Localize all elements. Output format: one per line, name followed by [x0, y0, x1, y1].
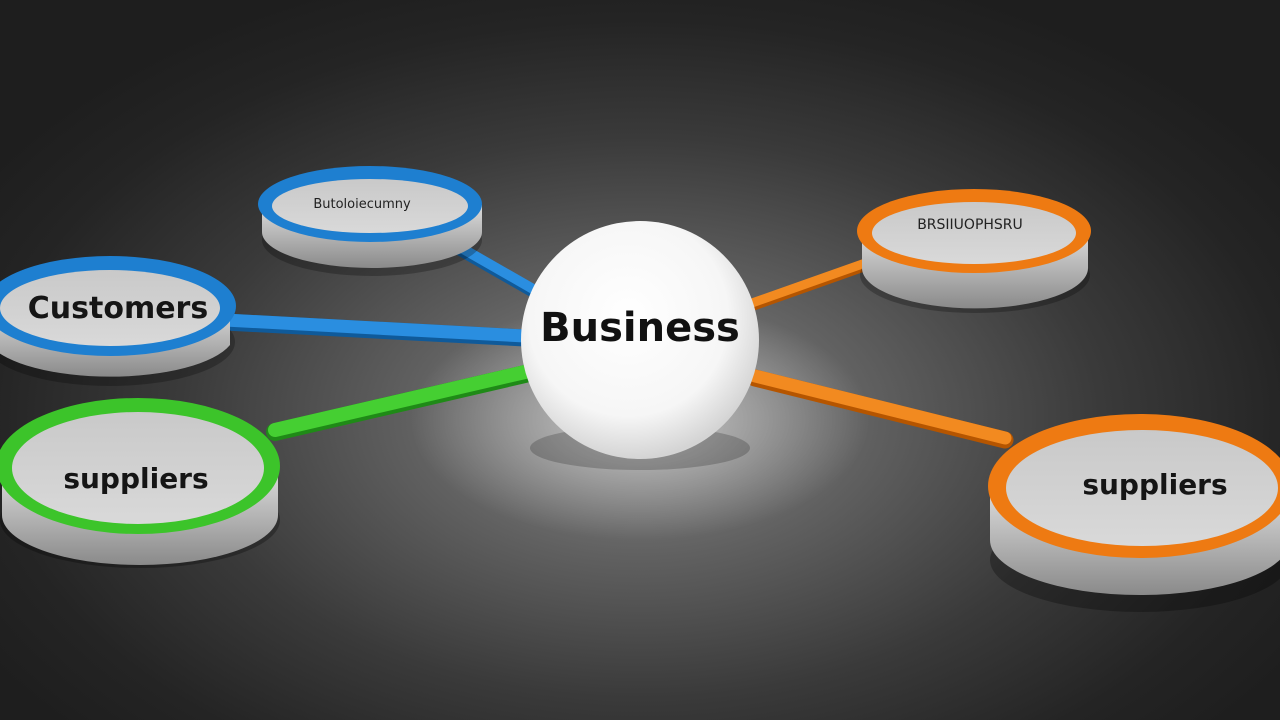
- hub-label: Business: [540, 305, 740, 351]
- node-bottom-left: suppliers: [0, 398, 280, 568]
- node-top-right-label: BRSIIUOPHSRU: [917, 217, 1023, 233]
- connector-bottom-left: [268, 365, 532, 437]
- node-bottom-left-label: suppliers: [63, 462, 208, 495]
- node-face: [1006, 430, 1278, 546]
- hub: Business: [521, 221, 759, 470]
- node-face: [12, 412, 264, 524]
- node-face: [272, 179, 468, 233]
- connectors: [216, 225, 1014, 449]
- connector-bottom-right: [748, 369, 1012, 445]
- node-left-label: Customers: [28, 291, 208, 326]
- node-left: Customers: [0, 256, 236, 386]
- connector-left: [218, 313, 532, 343]
- node-top-left: Butoloiecumny: [258, 166, 482, 276]
- node-face: [0, 270, 220, 346]
- node-top-left-label: Butoloiecumny: [313, 197, 411, 212]
- node-bottom-right-label: suppliers: [1082, 468, 1227, 501]
- node-bottom-right: suppliers: [988, 414, 1280, 612]
- hub-sphere: [521, 221, 759, 459]
- node-top-right: BRSIIUOPHSRU: [857, 189, 1091, 313]
- node-face: [872, 202, 1076, 264]
